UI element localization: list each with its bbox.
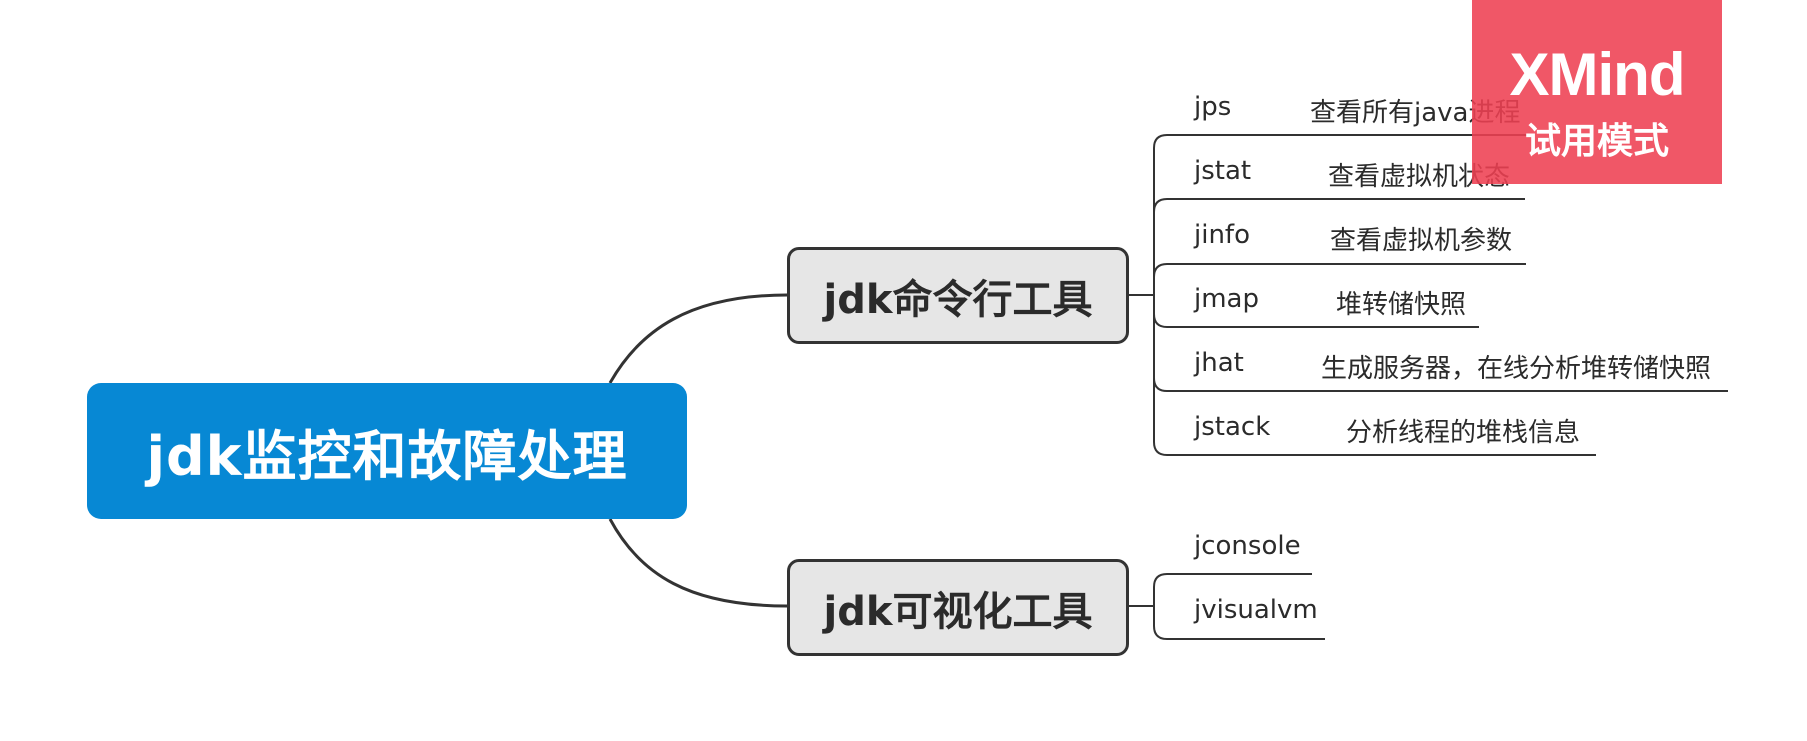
subtopic-description: 查看虚拟机参数 xyxy=(1330,226,1513,256)
subtopic-name: jmap xyxy=(1194,284,1259,314)
subtopic-name: jstack xyxy=(1194,412,1271,442)
branch-jmap xyxy=(1153,313,1479,328)
branch-jhat xyxy=(1153,377,1728,392)
subtopic-description: 生成服务器，在线分析堆转储快照 xyxy=(1321,354,1712,384)
branch-jstat xyxy=(1153,198,1525,213)
subtopic-description: 堆转储快照 xyxy=(1336,290,1467,320)
subtopic-name: jconsole xyxy=(1194,531,1301,561)
central-topic[interactable]: jdk监控和故障处理 xyxy=(87,383,687,519)
connector-central-to-vis xyxy=(608,518,788,608)
subtopic-name: jps xyxy=(1194,92,1232,122)
watermark-brand: XMind xyxy=(1509,41,1686,108)
subtopic-name: jhat xyxy=(1194,348,1244,378)
subtopic-name: jstat xyxy=(1194,156,1252,186)
main-topic-cmd-tools[interactable]: jdk命令行工具 xyxy=(787,247,1129,344)
subtopic-description: 分析线程的堆栈信息 xyxy=(1346,418,1581,448)
main-topic-visual-tools[interactable]: jdk可视化工具 xyxy=(787,559,1129,656)
xmind-trial-watermark: XMind 试用模式 xyxy=(1472,0,1722,184)
branch-jvisualvm xyxy=(1153,625,1325,640)
watermark-mode: 试用模式 xyxy=(1524,120,1669,161)
subtopic-name: jinfo xyxy=(1194,220,1250,250)
connector-central-to-cmd xyxy=(608,293,788,384)
branch-jps xyxy=(1153,134,1535,149)
branch-jinfo xyxy=(1153,263,1526,278)
subtopic-name: jvisualvm xyxy=(1194,595,1318,625)
branch-jstack xyxy=(1153,441,1596,456)
branch-jconsole xyxy=(1153,573,1312,588)
